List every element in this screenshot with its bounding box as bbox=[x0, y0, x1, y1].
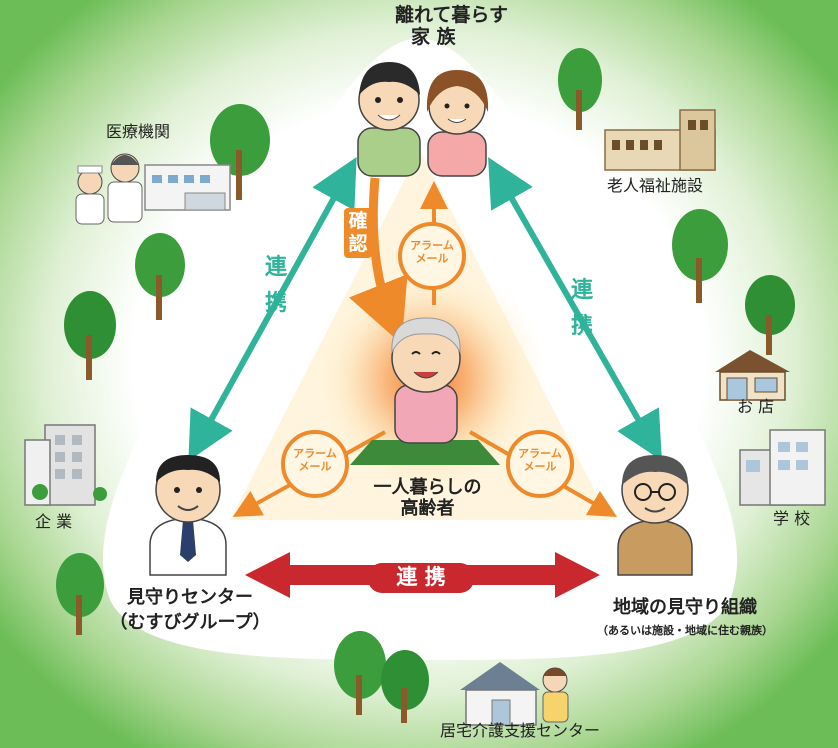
family-label-line2: 家 族 bbox=[411, 25, 456, 48]
tree-icon bbox=[56, 553, 104, 635]
nurse-icon bbox=[75, 165, 105, 225]
confirm-label: 確 認 bbox=[344, 208, 372, 258]
elderly-label-line1: 一人暮らしの bbox=[373, 477, 482, 498]
link-label-left-char1: 連 bbox=[264, 255, 287, 280]
tree-icon bbox=[558, 48, 602, 130]
community-member-illustration bbox=[617, 455, 693, 576]
tree-icon bbox=[745, 275, 795, 355]
community-label-line1: 地域の見守り組織 bbox=[613, 597, 757, 618]
link-arrow-right bbox=[488, 157, 662, 461]
community-label: 地域の見守り組織 （あるいは施設・地域に住む親族） bbox=[560, 597, 810, 637]
family-label-line1: 離れて暮らす bbox=[395, 4, 509, 26]
alarm-label-top: アラーム メール bbox=[400, 239, 464, 265]
school-building-icon bbox=[739, 429, 826, 506]
elderly-person-illustration bbox=[350, 317, 500, 465]
alarm-label-right-line1: アラーム bbox=[518, 447, 562, 460]
hospital-building-icon bbox=[144, 164, 231, 211]
caregiver-icon bbox=[542, 667, 569, 723]
community-label-line2: （あるいは施設・地域に住む親族） bbox=[597, 623, 773, 637]
alarm-label-left-line1: アラーム bbox=[293, 447, 337, 460]
alarm-label-right: アラーム メール bbox=[508, 447, 572, 473]
link-label-left: 連 携 bbox=[262, 255, 290, 318]
alarm-badge-left bbox=[281, 430, 349, 498]
tree-icon bbox=[672, 209, 728, 303]
tree-icon bbox=[135, 233, 185, 320]
alarm-badge-right bbox=[506, 430, 574, 498]
care-support-building-icon bbox=[460, 662, 540, 726]
alarm-label-top-line1: アラーム bbox=[410, 239, 454, 252]
school-label: 学 校 bbox=[773, 509, 811, 528]
doctor-icon bbox=[107, 153, 143, 223]
link-label-left-char2: 携 bbox=[264, 291, 287, 317]
link-label-bottom: 連 携 bbox=[396, 565, 446, 589]
shop-building-icon bbox=[715, 350, 790, 401]
alarm-badge-top bbox=[398, 222, 466, 290]
medical-label: 医療機関 bbox=[106, 122, 171, 141]
alarm-label-left-line2: メール bbox=[298, 459, 332, 473]
confirm-label-char2: 認 bbox=[348, 232, 368, 255]
watch-center-label: 見守りセンター （むすびグループ） bbox=[90, 587, 290, 633]
link-arrow-bottom bbox=[245, 552, 600, 598]
elderly-label-line2: 高齢者 bbox=[400, 497, 455, 519]
family-label: 離れて暮らす 家 族 bbox=[395, 4, 509, 49]
family-illustration bbox=[357, 62, 489, 177]
company-building-icon bbox=[24, 424, 107, 506]
watch-center-label-line2: （むすびグループ） bbox=[109, 611, 271, 633]
confirm-arrow bbox=[349, 177, 408, 345]
shop-label: お 店 bbox=[737, 397, 775, 416]
link-arrow-left bbox=[188, 157, 357, 461]
alarm-label-top-line2: メール bbox=[415, 251, 449, 265]
confirm-label-char1: 確 bbox=[348, 210, 368, 232]
care-support-label: 居宅介護支援センター bbox=[440, 721, 601, 740]
tree-icon bbox=[381, 650, 429, 723]
link-label-right: 連 携 bbox=[568, 278, 596, 341]
elderly-label: 一人暮らしの 高齢者 bbox=[370, 477, 485, 519]
alarm-label-left: アラーム メール bbox=[283, 447, 347, 473]
watch-center-staff-illustration bbox=[149, 455, 227, 576]
tree-icon bbox=[334, 631, 386, 715]
link-label-right-char1: 連 bbox=[570, 278, 593, 303]
alarm-label-right-line2: メール bbox=[523, 459, 557, 473]
elderly-facility-label: 老人福祉施設 bbox=[607, 176, 704, 195]
link-label-right-char2: 携 bbox=[570, 314, 593, 340]
company-label: 企 業 bbox=[35, 512, 73, 531]
tree-icon bbox=[64, 291, 116, 380]
watch-center-label-line1: 見守りセンター bbox=[127, 587, 253, 608]
